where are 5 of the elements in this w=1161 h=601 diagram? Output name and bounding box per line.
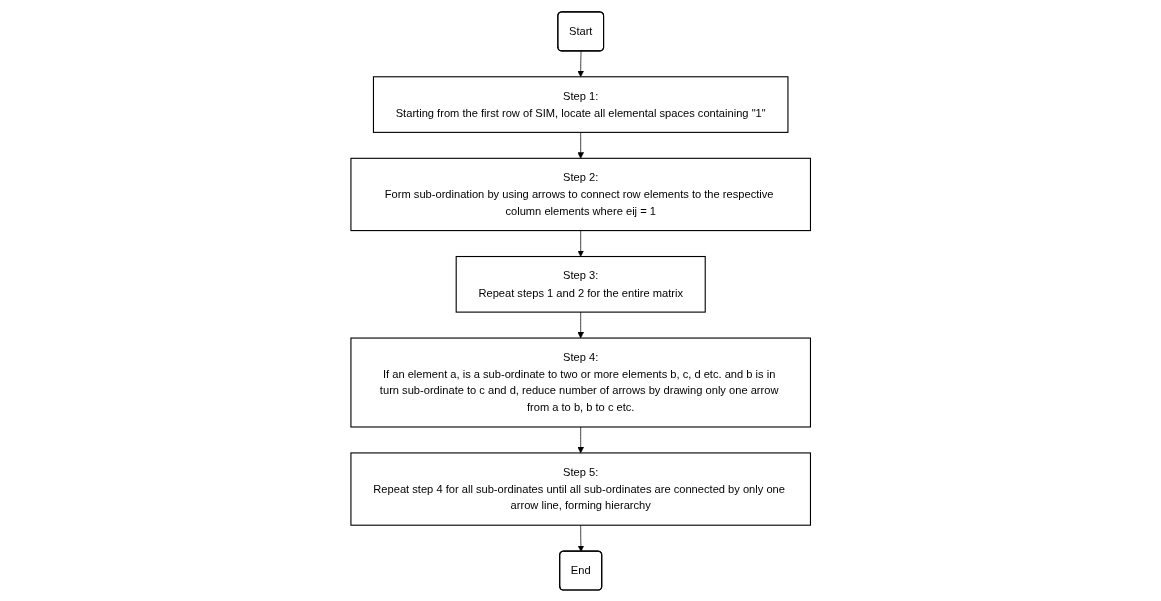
node-box: Step 4: If an element a, is a sub-ordinate to two or more elements b, c, d etc. and b is in turn sub-ordinate to c and d, reduce number of arrows by drawing only one arrow from a to b, b to c etc. <box>350 337 811 428</box>
node-box: Step 1: Starting from the first row of SIM, locate all elemental spaces containing "1" <box>372 75 789 133</box>
node-box: Step 5: Repeat step 4 for all sub-ordinates until all sub-ordinates are connected by only one arrow line, forming hierarchy <box>350 451 811 526</box>
node-box: Step 3: Repeat steps 1 and 2 for the entire matrix <box>455 255 706 313</box>
node-box: Step 2: Form sub-ordination by using arrows to connect row elements to the respective column elements where eij = 1 <box>350 157 811 231</box>
